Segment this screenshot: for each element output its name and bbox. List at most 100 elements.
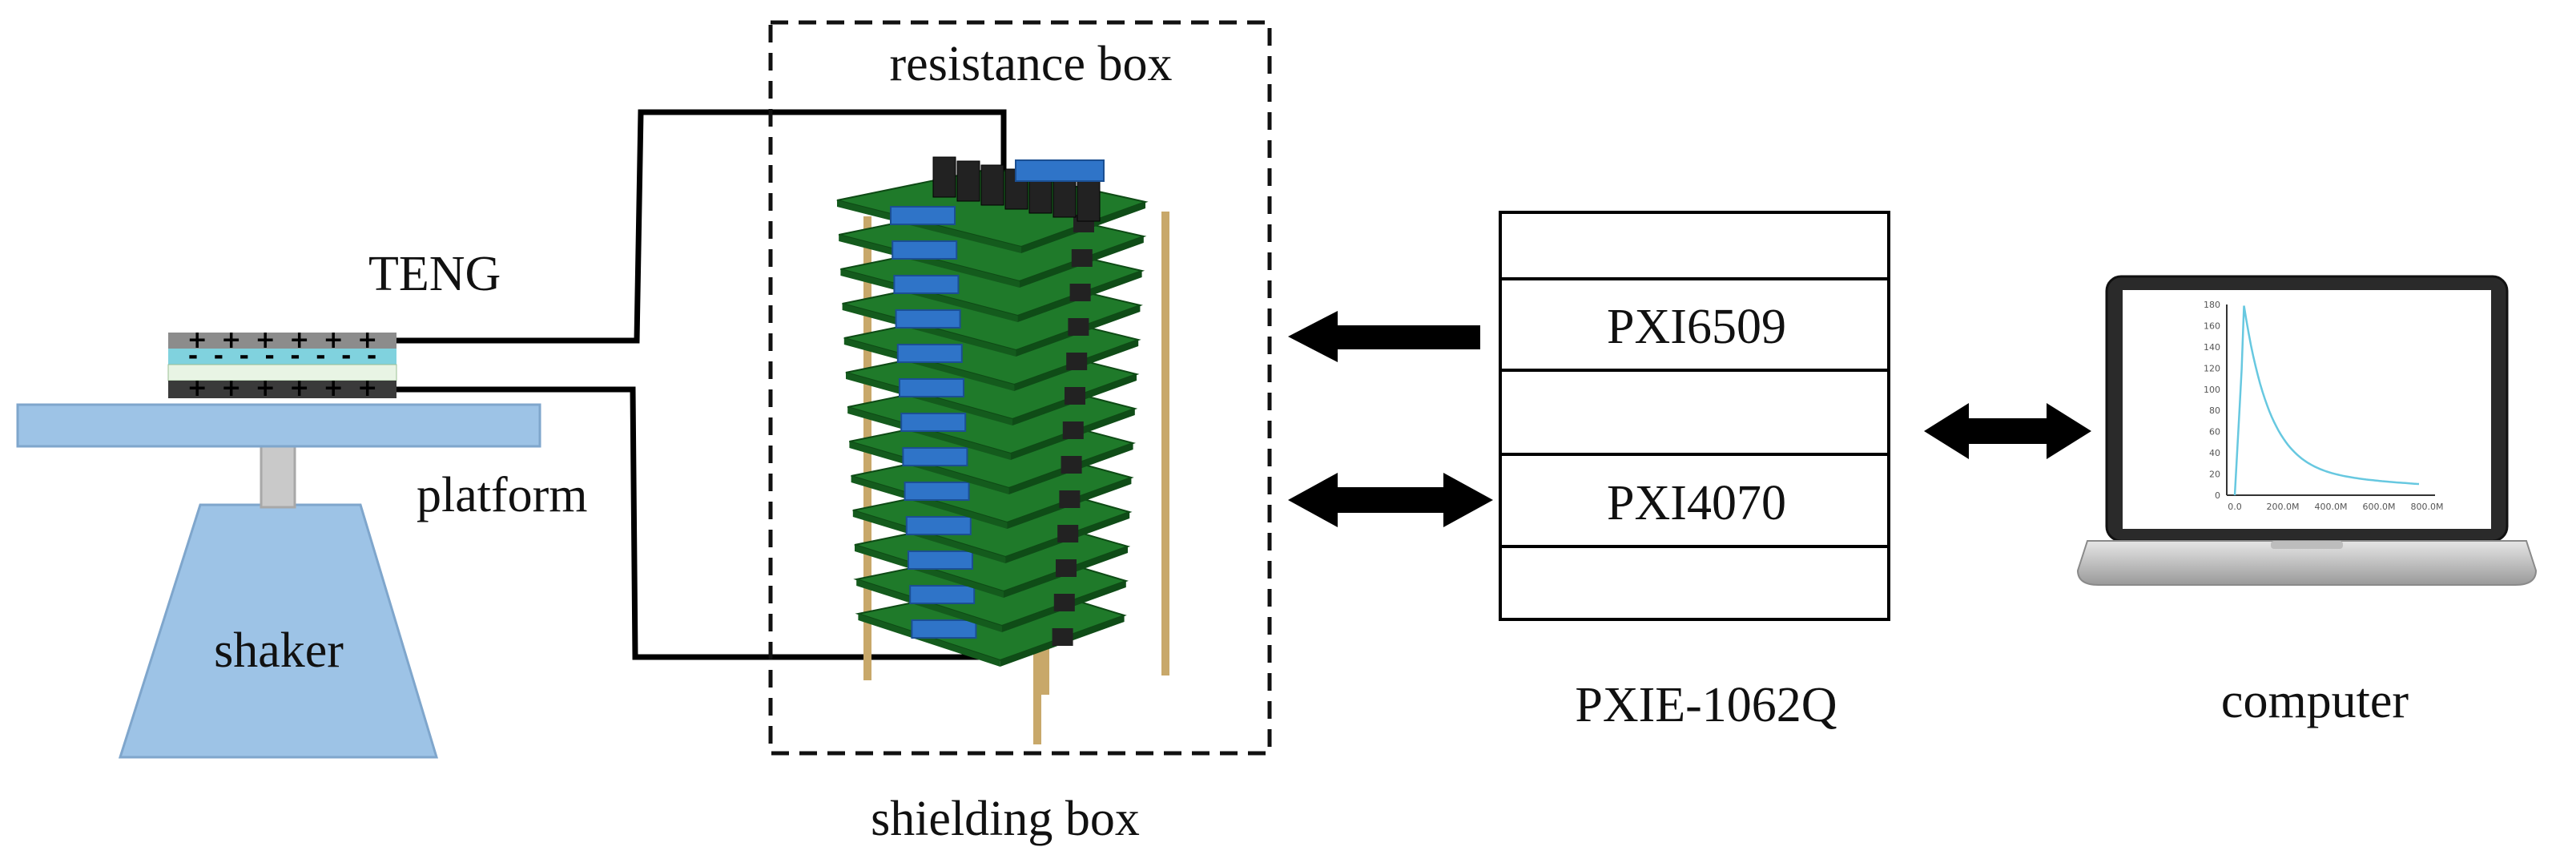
plot-x-tick-label: 200.0M xyxy=(2267,502,2300,512)
pcb-board-edge xyxy=(840,269,1018,322)
terminal-block xyxy=(904,482,970,501)
plot-x-tick-label: 400.0M xyxy=(2315,502,2348,512)
teng-charge-sign: + xyxy=(357,374,377,402)
chassis-frame xyxy=(1499,211,1890,621)
terminal-block xyxy=(908,550,973,570)
teng-bottom-charges: + + + + + + xyxy=(187,374,378,402)
top-relay xyxy=(1077,180,1101,222)
terminal-block xyxy=(900,413,967,432)
teng-charge-sign: + xyxy=(221,326,241,354)
platform-plate xyxy=(16,403,541,448)
pxi4070-label: PXI4070 xyxy=(1607,476,1786,530)
top-relay xyxy=(1053,176,1077,218)
laptop-hinge-notch xyxy=(2271,541,2343,549)
plot-y-tick-label: 120 xyxy=(2204,363,2220,373)
top-relay xyxy=(980,164,1004,206)
teng-charge-sign: - xyxy=(239,342,248,370)
arrows xyxy=(1288,311,2091,527)
plot-y-tick-label: 80 xyxy=(2209,405,2220,416)
terminal-block xyxy=(893,275,960,294)
teng-charge-sign: + xyxy=(289,374,309,402)
pcb-board-edge xyxy=(846,373,1012,425)
teng-charge-sign: + xyxy=(187,374,207,402)
pxie-chassis: PXI6509 PXI4070 PXIE-1062Q xyxy=(1499,211,1890,732)
top-relay xyxy=(932,156,956,198)
terminal-block xyxy=(892,240,958,260)
shielding-box-label: shielding box xyxy=(871,792,1140,846)
teng-charge-sign: + xyxy=(256,374,276,402)
pcb-board-edge xyxy=(839,235,1020,288)
relay xyxy=(1068,318,1089,336)
teng-middle-layer xyxy=(168,349,396,365)
terminal-block xyxy=(896,344,963,363)
teng-charge-sign: - xyxy=(264,342,274,370)
terminal-block xyxy=(905,516,972,535)
top-terminal-block xyxy=(1015,159,1105,182)
teng-charge-sign: + xyxy=(289,326,309,354)
terminal-block xyxy=(895,309,961,329)
plot-y-tick-label: 40 xyxy=(2209,448,2220,458)
pcb-board-edge xyxy=(855,545,1004,598)
teng-charge-sign: - xyxy=(316,342,325,370)
arrow-chassis-computer-bidirectional xyxy=(1924,403,2091,459)
teng-charge-sign: + xyxy=(256,326,276,354)
terminal-block xyxy=(899,378,964,397)
pcb-board-edge xyxy=(849,442,1009,494)
terminal-block xyxy=(909,585,976,604)
plot-y-tick-label: 60 xyxy=(2209,427,2220,438)
relay xyxy=(1066,353,1088,370)
plot-y-tick-label: 0 xyxy=(2215,490,2220,501)
pcb-board-edge xyxy=(858,614,1000,667)
plot-x-tick-label: 800.0M xyxy=(2411,502,2444,512)
relay xyxy=(1056,559,1077,577)
laptop-base xyxy=(2076,540,2538,586)
resistance-box-label: resistance box xyxy=(890,37,1173,91)
pcb-board-edge xyxy=(842,304,1016,357)
shaker-assembly: shaker platform xyxy=(16,403,588,759)
terminal-block xyxy=(890,206,956,225)
plot-x-tick-label: 600.0M xyxy=(2363,502,2396,512)
computer-label: computer xyxy=(2221,674,2409,728)
relay xyxy=(1059,490,1081,508)
relay xyxy=(1061,456,1082,474)
pcb-board-edge xyxy=(843,338,1015,391)
resistance-box-pcb-stack xyxy=(836,156,1169,744)
pcb-board-edge xyxy=(847,407,1011,460)
relay xyxy=(1062,421,1084,439)
teng-charge-sign: - xyxy=(290,342,300,370)
wire-teng-top xyxy=(396,109,1007,344)
teng-top-layer xyxy=(168,333,396,349)
terminal-block xyxy=(902,447,968,466)
teng-device: ++++++ -------- ++++++ TENG xyxy=(167,247,501,402)
relay xyxy=(1065,387,1085,405)
arrow-pxi6509-to-box xyxy=(1288,311,1480,362)
relay xyxy=(1052,628,1073,646)
teng-charge-sign: + xyxy=(357,326,377,354)
pxi6509-label: PXI6509 xyxy=(1607,300,1786,354)
plot-y-tick-label: 100 xyxy=(2204,385,2220,395)
platform-label: platform xyxy=(417,468,588,522)
plot-y-tick-label: 180 xyxy=(2204,300,2220,310)
relay xyxy=(1069,284,1091,301)
teng-charge-sign: + xyxy=(324,326,344,354)
teng-charge-sign: + xyxy=(187,326,207,354)
pcb-standoff xyxy=(1161,212,1169,675)
teng-charge-sign: - xyxy=(341,342,351,370)
teng-middle-charges: -------- xyxy=(188,342,377,370)
shaker-body xyxy=(118,503,439,759)
teng-charge-sign: + xyxy=(221,374,241,402)
plot-y-tick-label: 140 xyxy=(2204,342,2220,353)
top-relay xyxy=(956,160,980,202)
teng-bottom-layer xyxy=(168,381,396,398)
teng-charge-sign: + xyxy=(324,374,344,402)
relay xyxy=(1053,594,1075,611)
teng-charge-sign: - xyxy=(188,342,198,370)
terminal-block xyxy=(911,619,977,639)
plot-y-tick-label: 20 xyxy=(2209,470,2220,480)
arrow-pxi4070-bidirectional xyxy=(1288,473,1493,527)
pcb-board-edge xyxy=(856,579,1002,632)
